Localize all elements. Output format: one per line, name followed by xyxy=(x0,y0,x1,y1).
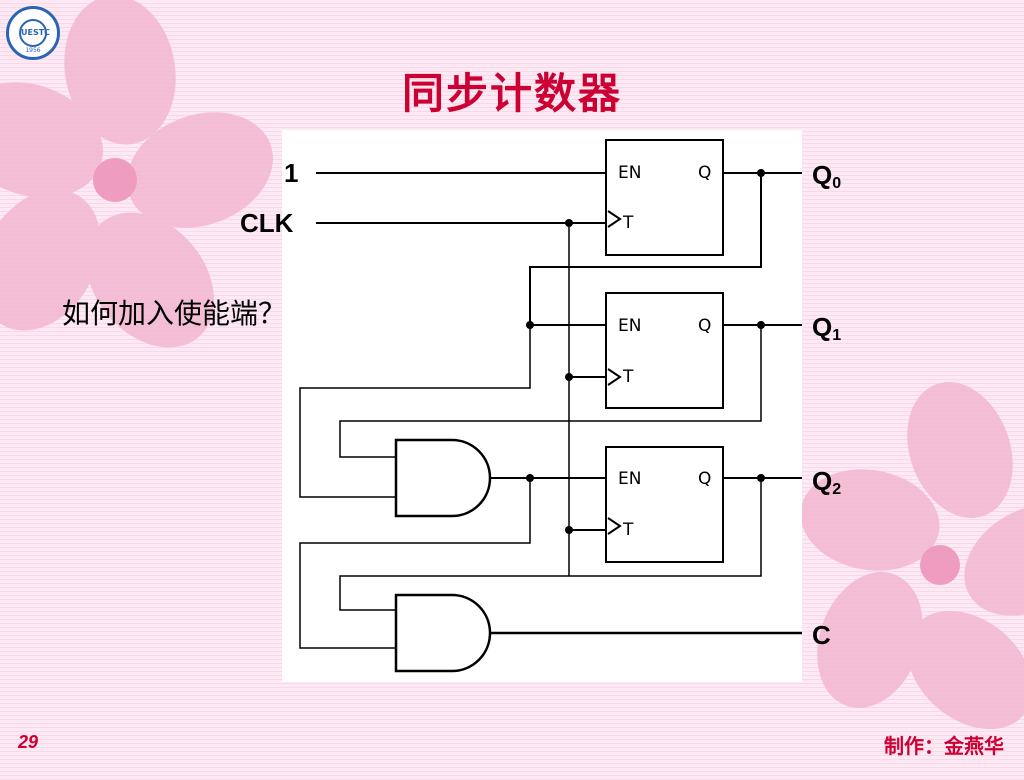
flip-flop-2 xyxy=(605,446,724,563)
q0-base: Q xyxy=(812,160,833,190)
question-text: 如何加入使能端？ xyxy=(62,297,287,330)
junction-dot xyxy=(757,321,765,329)
input-label-one: 1 xyxy=(284,158,299,188)
author-credit: 制作：金燕华 xyxy=(884,734,1004,758)
logo-text: UESTC xyxy=(19,19,50,47)
input-label-clk: CLK xyxy=(240,208,294,238)
ff0-en-label: EN xyxy=(618,163,641,183)
ff2-t-label: T xyxy=(622,520,634,540)
ff0-q-label: Q xyxy=(698,163,711,183)
ff0-t-label: T xyxy=(622,213,634,233)
q0-subscript: 0 xyxy=(832,175,842,192)
flip-flop-0 xyxy=(605,139,724,256)
junction-dot xyxy=(757,474,765,482)
ff2-q-label: Q xyxy=(698,469,711,489)
flip-flop-1 xyxy=(605,292,724,409)
junction-dot xyxy=(526,321,534,329)
junction-dot xyxy=(526,474,534,482)
flower-decoration-bottom-right xyxy=(800,382,1024,730)
q2-subscript: 2 xyxy=(832,481,842,498)
output-label-c: C xyxy=(812,620,831,650)
ff1-en-label: EN xyxy=(618,316,641,336)
junction-dot xyxy=(565,526,573,534)
ff2-en-label: EN xyxy=(618,469,641,489)
university-logo: UESTC 1956 xyxy=(6,6,60,60)
ff1-q-label: Q xyxy=(698,316,711,336)
logo-year: 1956 xyxy=(25,47,41,54)
junction-dot xyxy=(757,169,765,177)
page-number: 29 xyxy=(18,732,39,752)
output-label-q0: Q0 xyxy=(812,160,841,193)
output-label-q2: Q2 xyxy=(812,466,841,499)
junction-dot xyxy=(565,219,573,227)
q1-base: Q xyxy=(812,312,833,342)
circuit-canvas: EN Q T EN Q T EN Q T xyxy=(282,130,810,682)
counter-circuit-diagram: EN Q T EN Q T EN Q T xyxy=(299,139,810,673)
flower-decoration-top-left xyxy=(0,0,273,348)
junction-dot xyxy=(565,373,573,381)
q1-subscript: 1 xyxy=(832,327,842,344)
q2-base: Q xyxy=(812,466,833,496)
ff1-t-label: T xyxy=(622,367,634,387)
output-label-q1: Q1 xyxy=(812,312,841,345)
slide-title: 同步计数器 xyxy=(401,69,622,118)
